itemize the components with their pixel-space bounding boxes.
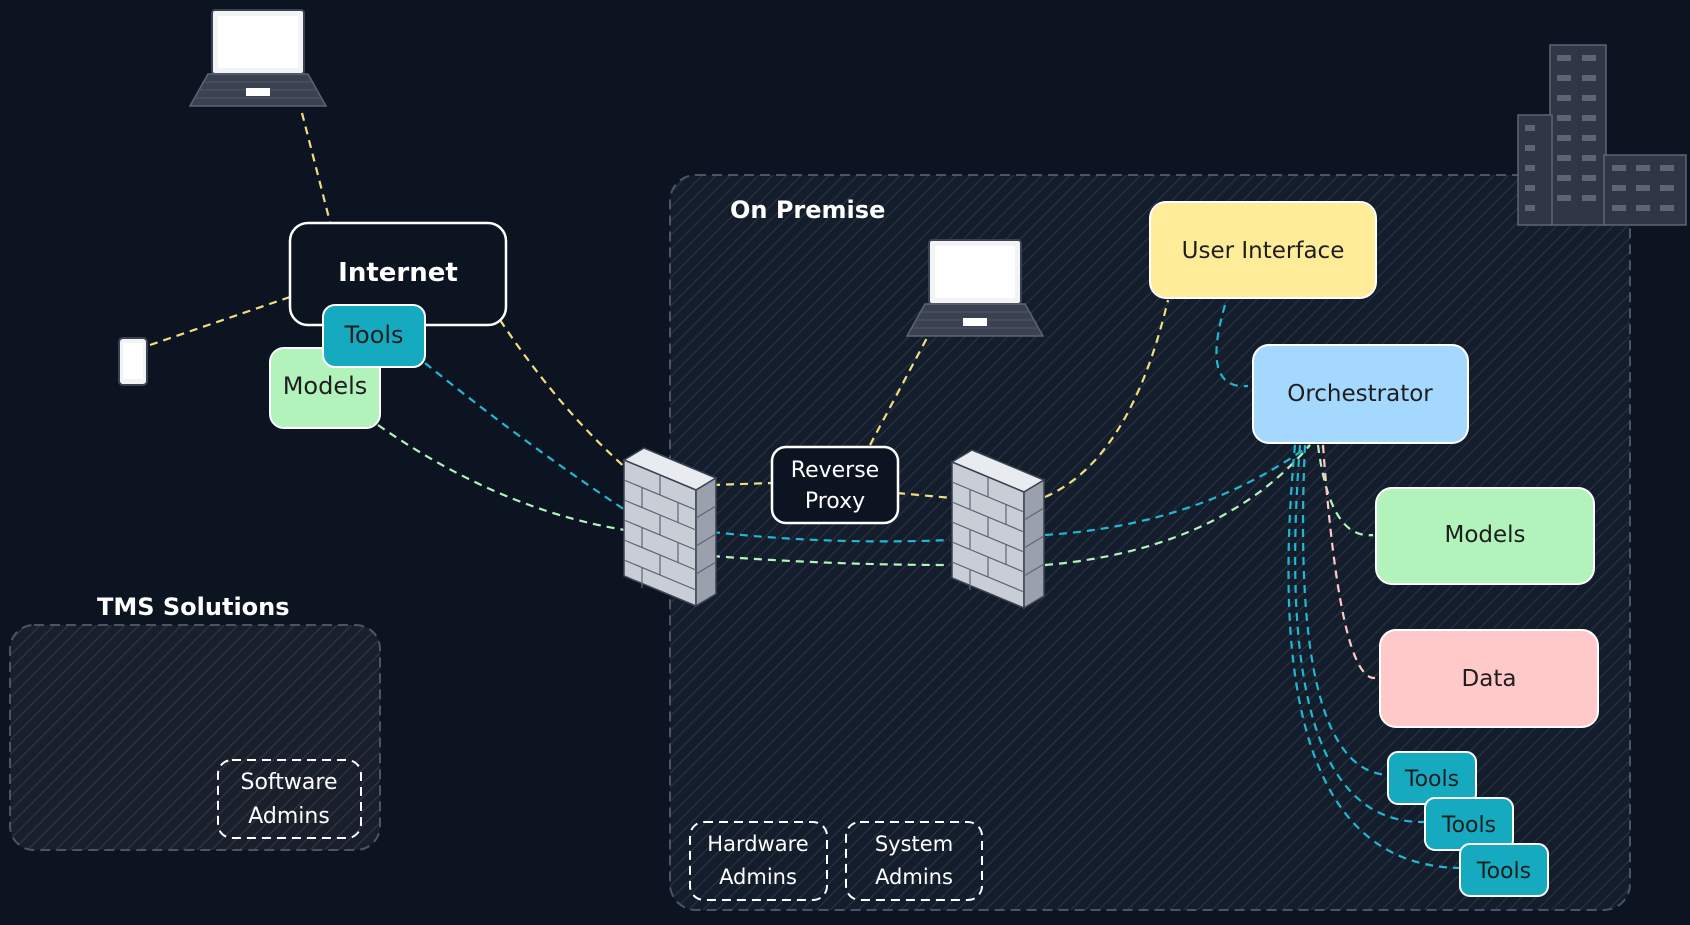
link-firewall-proxy — [711, 481, 773, 487]
link-orchestrator-data — [1321, 444, 1376, 680]
link-firewall-firewall-cyan — [711, 530, 951, 543]
link-orchestrator-models — [1316, 444, 1374, 537]
link-orchestrator-tools-2 — [1294, 444, 1426, 824]
tools-onprem-node-3 — [1459, 843, 1549, 897]
connectors — [149, 112, 1461, 870]
firewall-icon — [623, 447, 717, 607]
laptop-icon — [189, 9, 327, 107]
link-ui-orchestrator — [1215, 304, 1249, 388]
phone-icon — [118, 337, 148, 386]
link-firewall-orchestrator-green — [1044, 444, 1311, 567]
link-proxy-laptop — [869, 335, 929, 446]
system-admins-line1: System — [875, 832, 953, 856]
link-firewall-firewall-green — [711, 554, 951, 567]
link-orchestrator-tools-1 — [1301, 444, 1389, 777]
software-admins-line2: Admins — [248, 804, 330, 829]
link-firewall-ui — [1044, 299, 1170, 499]
tools-onprem-label-1: Tools — [1404, 767, 1459, 792]
models-cloud-label: Models — [283, 372, 368, 400]
tools-onprem-label-2: Tools — [1441, 813, 1496, 838]
hardware-admins-line1: Hardware — [707, 832, 808, 856]
models-onprem-node — [1375, 487, 1595, 585]
internet-label: Internet — [338, 258, 458, 288]
link-laptop-internet — [300, 112, 332, 223]
link-proxy-firewall — [896, 491, 953, 500]
models-onprem-label: Models — [1444, 522, 1525, 548]
firewall-icon — [951, 449, 1045, 609]
link-firewall-orchestrator-cyan — [1044, 444, 1311, 537]
hardware-admins-line2: Admins — [719, 865, 797, 889]
link-internet-firewall — [499, 319, 629, 471]
orchestrator-node — [1252, 344, 1469, 444]
hardware-admins-box: Hardware Admins — [689, 821, 828, 901]
link-phone-internet — [149, 295, 291, 347]
data-node — [1379, 629, 1599, 728]
reverse-proxy-label-line2: Proxy — [805, 489, 865, 514]
reverse-proxy-node — [770, 445, 900, 525]
user-interface-label: User Interface — [1182, 238, 1345, 264]
tools-cloud-label: Tools — [343, 321, 403, 349]
data-label: Data — [1462, 666, 1517, 692]
reverse-proxy-label-line1: Reverse — [791, 458, 879, 483]
link-models-firewall — [377, 424, 626, 532]
tms-solutions-region — [9, 624, 381, 851]
tms-solutions-label: TMS Solutions — [97, 593, 290, 621]
software-admins-line1: Software — [241, 770, 338, 795]
orchestrator-label: Orchestrator — [1287, 381, 1433, 407]
tools-cloud-node — [322, 304, 426, 368]
tools-onprem-label-3: Tools — [1476, 859, 1531, 884]
user-interface-node — [1149, 201, 1377, 299]
on-premise-label: On Premise — [730, 196, 885, 224]
software-admins-box: Software Admins — [217, 759, 362, 839]
system-admins-box: System Admins — [845, 821, 983, 901]
link-tools-firewall — [424, 362, 626, 511]
city-buildings-icon — [1517, 44, 1687, 226]
system-admins-line2: Admins — [875, 865, 953, 889]
